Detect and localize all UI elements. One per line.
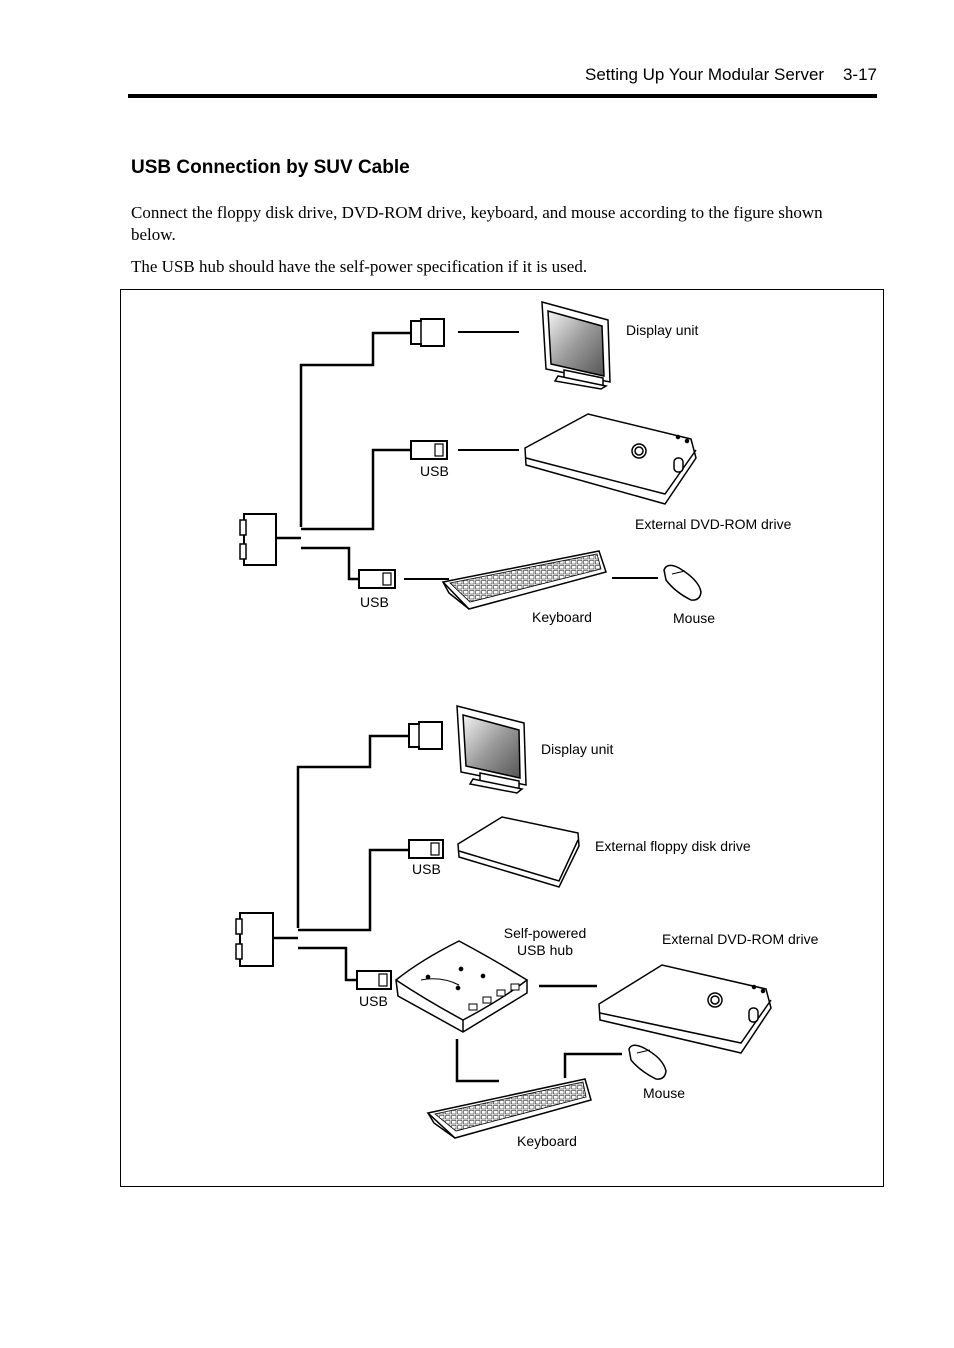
keyboard-label: Keyboard — [517, 1133, 577, 1149]
floppy-drive-icon — [457, 816, 580, 888]
display-unit-label: Display unit — [626, 322, 698, 338]
section-title: USB Connection by SUV Cable — [131, 157, 410, 178]
display-unit-label: Display unit — [541, 741, 613, 757]
usb-hub-icon — [394, 940, 529, 1033]
display-unit-icon — [541, 301, 611, 390]
display-unit-icon — [456, 705, 527, 794]
usb-label: USB — [420, 463, 449, 479]
vga-connector-icon — [408, 721, 443, 750]
usb-connector-icon — [356, 970, 392, 990]
dvd-drive-icon — [524, 413, 697, 505]
usb-connector-icon — [408, 839, 444, 859]
mouse-icon — [663, 564, 702, 601]
usb-connector-icon — [358, 569, 396, 589]
mouse-label: Mouse — [673, 610, 715, 626]
hub-cables — [455, 984, 622, 1083]
usb-label: USB — [412, 861, 441, 877]
floppy-drive-label: External floppy disk drive — [595, 838, 751, 854]
suv-connector-icon — [239, 513, 277, 566]
suv-cable — [276, 331, 411, 581]
connection-figure: Display unit External DVD-ROM drive USB … — [120, 289, 884, 1187]
page-header-title: Setting Up Your Modular Server 3-17 — [585, 65, 877, 84]
header-rule — [128, 94, 877, 98]
suv-connector-icon — [235, 912, 274, 967]
mouse-icon — [628, 1044, 667, 1080]
vga-connector-icon — [410, 318, 445, 347]
bottom-diagram: Display unit External floppy disk drive … — [235, 705, 819, 1149]
hub-label-line2: USB hub — [517, 942, 573, 958]
keyboard-label: Keyboard — [532, 609, 592, 625]
mouse-label: Mouse — [643, 1085, 685, 1101]
hub-label-line1: Self-powered — [504, 925, 587, 941]
keyboard-icon — [441, 550, 607, 610]
dvd-drive-icon — [598, 964, 772, 1054]
keyboard-icon — [426, 1078, 592, 1139]
intro-paragraph: Connect the floppy disk drive, DVD-ROM d… — [131, 203, 823, 244]
usb-label: USB — [359, 993, 388, 1009]
dvd-drive-label: External DVD-ROM drive — [635, 516, 792, 532]
connection-diagram: Display unit External DVD-ROM drive USB … — [235, 301, 819, 1149]
top-diagram: Display unit External DVD-ROM drive USB … — [239, 301, 792, 626]
suv-cable — [273, 734, 409, 982]
hub-note-paragraph: The USB hub should have the self-power s… — [131, 257, 588, 276]
dvd-drive-label: External DVD-ROM drive — [662, 931, 819, 947]
usb-connector-icon — [410, 440, 448, 460]
usb-label: USB — [360, 594, 389, 610]
